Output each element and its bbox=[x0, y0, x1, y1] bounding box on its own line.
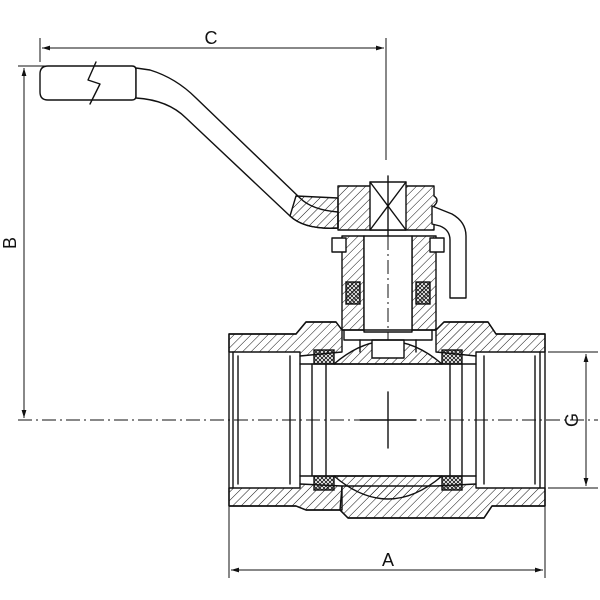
dimension-c: C bbox=[39, 28, 387, 160]
bore-centermark bbox=[359, 391, 417, 449]
lever-handle bbox=[39, 61, 339, 229]
dimension-a-label: A bbox=[382, 550, 394, 570]
dimension-g: G bbox=[548, 351, 598, 489]
dimension-c-label: C bbox=[205, 28, 218, 48]
dimension-b: B bbox=[0, 65, 48, 418]
dimension-b-label: B bbox=[0, 237, 20, 249]
valve-body bbox=[228, 321, 546, 519]
dimension-g-label: G bbox=[562, 413, 582, 427]
dimension-a: A bbox=[228, 498, 546, 578]
stem-assembly bbox=[331, 175, 467, 340]
